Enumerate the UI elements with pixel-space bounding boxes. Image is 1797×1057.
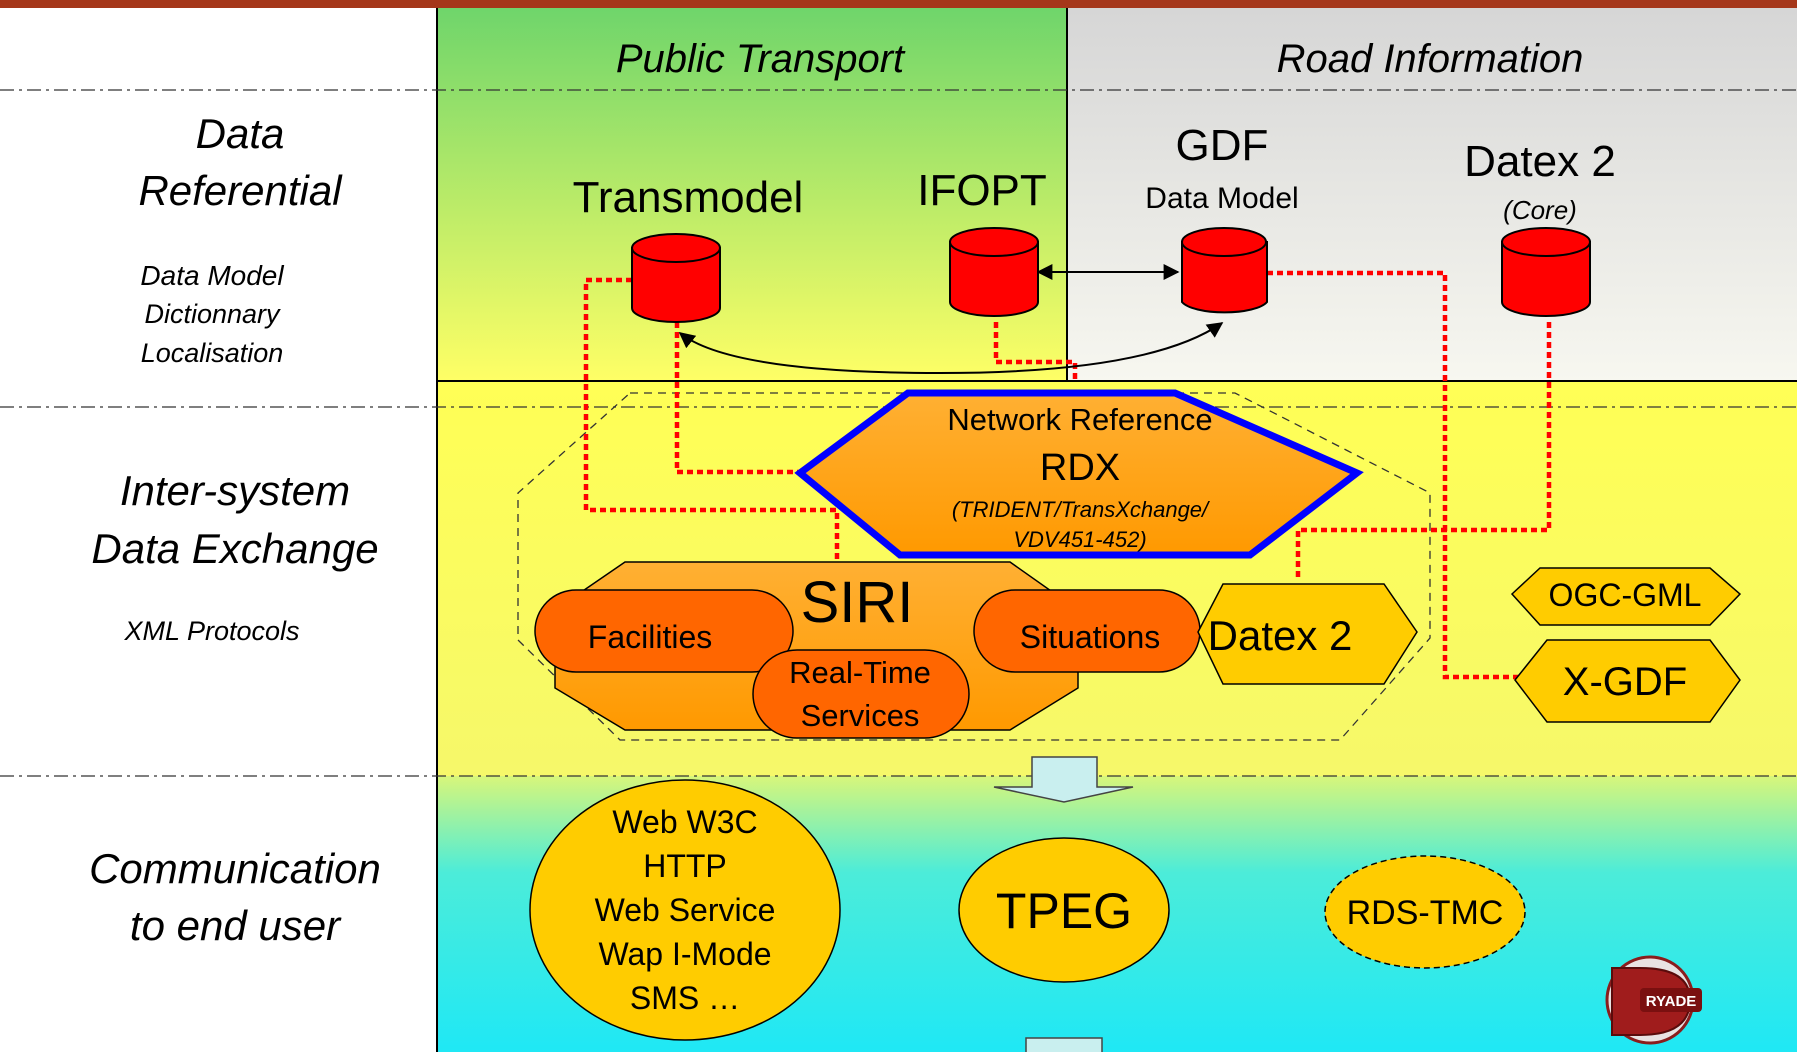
zone-road-information [1067, 8, 1797, 381]
db-ifopt[interactable] [949, 227, 1039, 317]
ogc-gml[interactable]: OGC-GML [1510, 567, 1742, 626]
top-bar [0, 0, 1797, 8]
rdx-line3: (TRIDENT/TransXchange/ [952, 497, 1210, 522]
tpeg[interactable]: TPEG [958, 837, 1170, 983]
db-body [1501, 241, 1591, 317]
rds-tmc-label: RDS-TMC [1347, 894, 1504, 932]
db-transmodel[interactable] [631, 233, 721, 323]
siri-realtime-services[interactable]: Real-Time Services [752, 649, 970, 739]
row-label-communication: Communication to end user [89, 845, 381, 949]
facilities-pill [534, 589, 794, 673]
link-gdf-xgdf [1267, 270, 1519, 680]
siri-facilities[interactable]: Facilities [534, 589, 794, 673]
row-label-intersystem: Inter-system Data Exchange XML Protocols [91, 467, 378, 646]
db-body [1181, 241, 1268, 314]
situations-label: Situations [1020, 619, 1161, 655]
realtime-label-2: Services [801, 698, 920, 733]
header-public-transport: Public Transport [616, 37, 906, 81]
tpeg-ellipse [958, 837, 1170, 983]
db-datex2[interactable] [1501, 227, 1591, 317]
x-gdf-label: X-GDF [1563, 660, 1687, 704]
x-gdf-shape [1514, 639, 1741, 723]
row-sub3: Localisation [141, 338, 284, 368]
zone-public-transport [437, 8, 1067, 381]
db-label-gdf-sub: Data Model [1145, 182, 1298, 215]
datex2-label: Datex 2 [1208, 612, 1353, 659]
rdx-line4: VDV451-452) [1013, 527, 1146, 552]
db-label-gdf: GDF [1176, 121, 1269, 170]
ogc-gml-label: OGC-GML [1549, 577, 1702, 613]
datex2-exchange[interactable]: Datex 2 [1197, 583, 1418, 685]
bottom-box [1025, 1037, 1103, 1057]
row-label-data-referential: Data Referential Data Model Dictionnary … [138, 110, 343, 368]
db-label-transmodel: Transmodel [573, 173, 804, 222]
datex2-shape [1197, 583, 1418, 685]
web-line-4: SMS … [630, 980, 740, 1016]
row-title-line2: Referential [138, 167, 343, 214]
db-gdf[interactable] [1181, 227, 1268, 314]
web-line-2: Web Service [595, 892, 776, 928]
siri-situations[interactable]: Situations [973, 589, 1201, 673]
web-line-3: Wap I-Mode [598, 936, 771, 972]
ogc-gml-shape [1510, 567, 1742, 626]
db-label-datex2: Datex 2 [1464, 137, 1616, 186]
logo-text: RYADE [1646, 993, 1697, 1010]
rds-tmc[interactable]: RDS-TMC [1324, 855, 1526, 969]
realtime-label-1: Real-Time [789, 655, 931, 690]
rds-tmc-ellipse [1324, 855, 1526, 969]
exchange-boundary [517, 392, 1431, 741]
db-label-ifopt: IFOPT [917, 166, 1047, 215]
siri-title: SIRI [801, 570, 914, 635]
realtime-pill [752, 649, 970, 739]
tpeg-label: TPEG [996, 883, 1132, 939]
row-title-line2: Data Exchange [91, 525, 378, 572]
row-title-line1: Communication [89, 845, 381, 892]
dryade-logo: RYADE [1605, 955, 1702, 1045]
db-top [1181, 227, 1267, 257]
db-top [631, 233, 721, 263]
row-sub1: Data Model [140, 260, 284, 291]
db-top [1501, 227, 1591, 257]
row-sub1: XML Protocols [123, 616, 299, 646]
row-title-line2: to end user [130, 902, 342, 949]
link-datex-datex [1295, 322, 1552, 580]
rdx-hexagon [794, 389, 1364, 559]
db-label-datex2-sub: (Core) [1503, 195, 1577, 225]
logo-band [1640, 988, 1702, 1012]
rdx-line2: RDX [1040, 447, 1120, 489]
row-sub2: Dictionnary [144, 299, 281, 329]
db-top [949, 227, 1039, 257]
db-body [631, 247, 721, 323]
row-title-line1: Data [196, 110, 285, 157]
rdx-line1: Network Reference [947, 402, 1212, 437]
network-reference-rdx[interactable]: Network Reference RDX (TRIDENT/TransXcha… [794, 389, 1364, 559]
down-arrow [993, 756, 1134, 803]
web-line-1: HTTP [643, 848, 727, 884]
web-line-0: Web W3C [612, 804, 757, 840]
db-body [949, 241, 1039, 317]
arrow-gdf-transmodel [678, 322, 1224, 375]
facilities-label: Facilities [588, 619, 712, 655]
web-ellipse [529, 779, 841, 1041]
header-road-information: Road Information [1277, 37, 1584, 81]
row-title-line1: Inter-system [120, 467, 350, 514]
web-channels[interactable]: Web W3C HTTP Web Service Wap I-Mode SMS … [529, 779, 841, 1041]
x-gdf[interactable]: X-GDF [1514, 639, 1741, 723]
link-transmodel-siri [583, 277, 840, 560]
link-transmodel-rdx [674, 322, 800, 475]
